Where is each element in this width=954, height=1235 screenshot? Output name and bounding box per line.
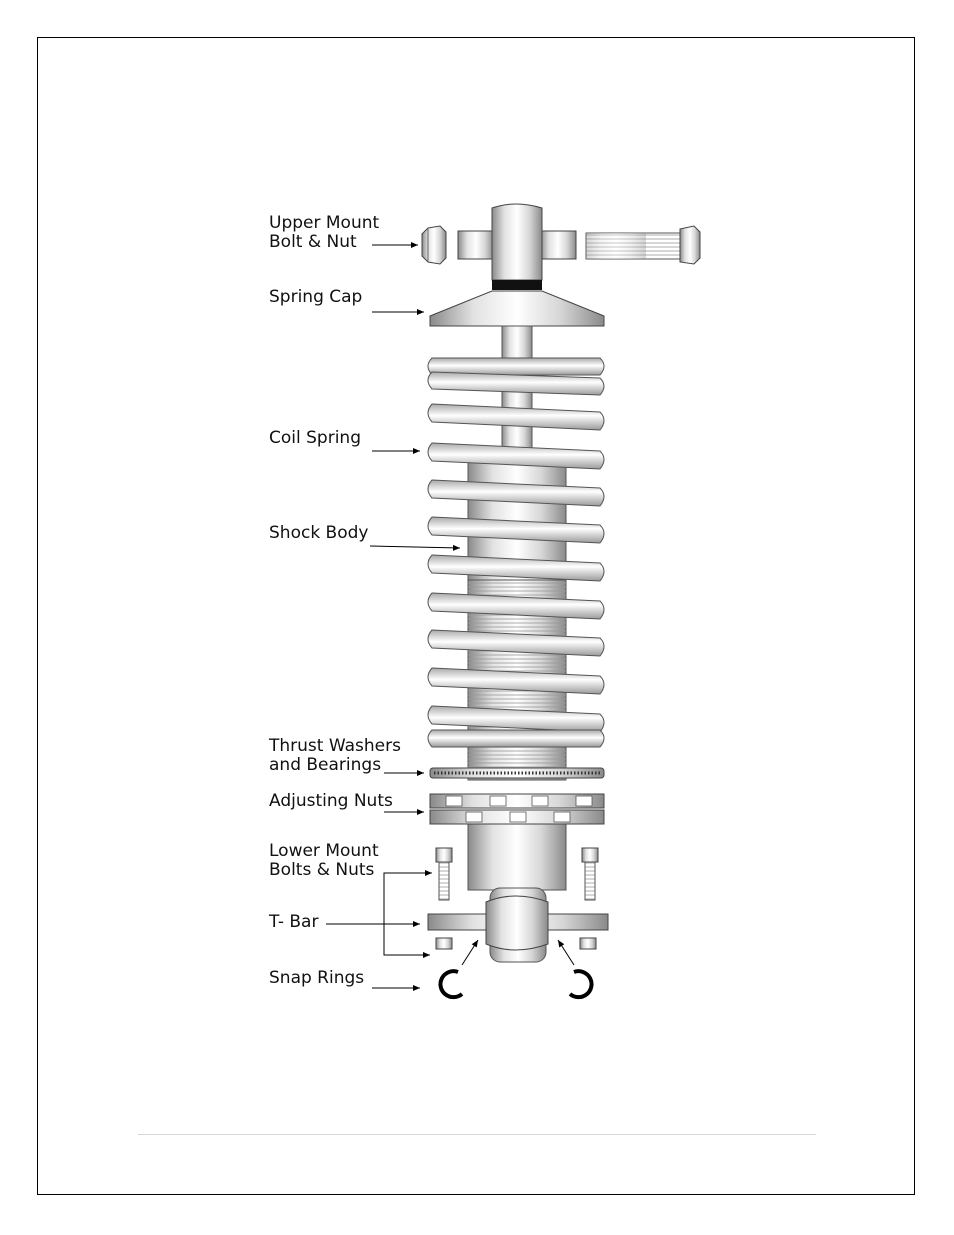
label-snap-rings: Snap Rings: [269, 968, 364, 988]
label-thrust-washers-2: and Bearings: [269, 755, 381, 775]
shock-shaft: [502, 326, 532, 466]
upper-mount-nut: [422, 226, 446, 264]
label-lower-mount-2: Bolts & Nuts: [269, 860, 375, 880]
label-coil-spring: Coil Spring: [269, 428, 361, 448]
upper-mount-bolt: [586, 226, 700, 264]
label-shock-body: Shock Body: [269, 523, 368, 543]
label-t-bar: T- Bar: [268, 912, 318, 932]
upper-mount-eye: [458, 204, 576, 290]
label-upper-mount-1: Upper Mount: [269, 213, 379, 233]
label-spring-cap: Spring Cap: [269, 287, 362, 307]
snap-rings: [440, 971, 591, 997]
label-lower-mount-1: Lower Mount: [269, 841, 379, 861]
label-upper-mount-2: Bolt & Nut: [269, 232, 357, 252]
thrust-washers-bearings: [430, 768, 604, 778]
label-adjusting-nuts: Adjusting Nuts: [269, 791, 393, 811]
adjusting-nuts: [430, 794, 604, 824]
spring-cap: [430, 291, 604, 326]
label-thrust-washers-1: Thrust Washers: [268, 736, 401, 756]
